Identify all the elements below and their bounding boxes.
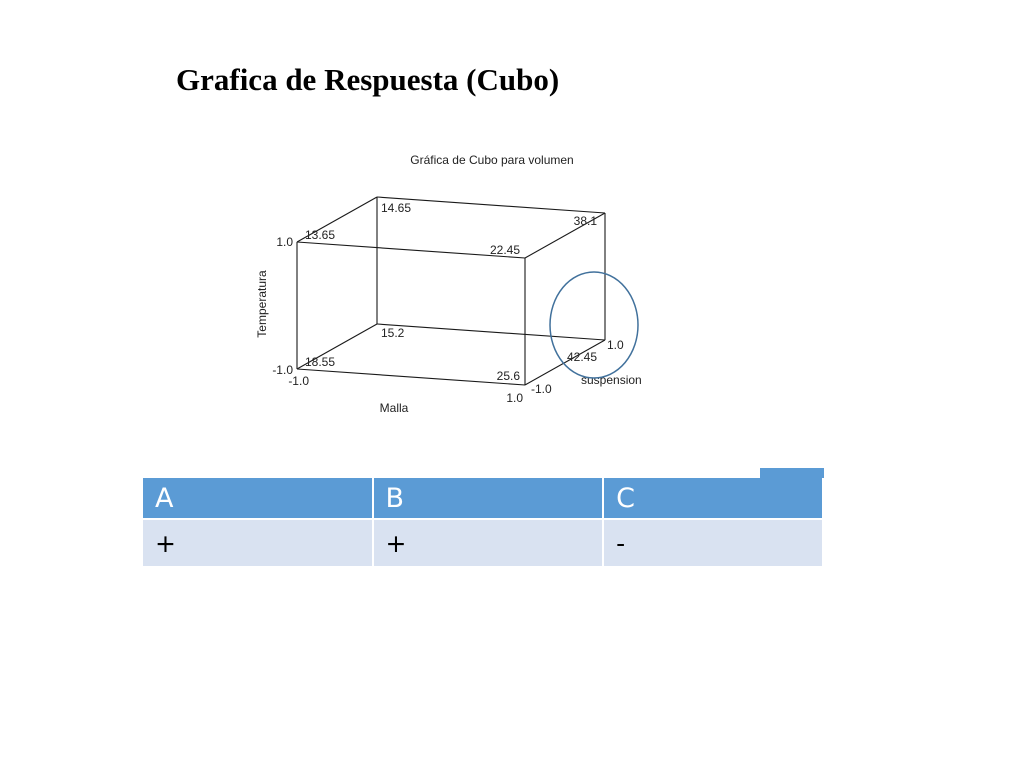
x-axis-label: Malla [380,401,409,415]
table-header-notch [760,468,824,478]
cube-edge-2 [296,323,378,370]
header-c: C [604,478,822,518]
vertex-value-1: 25.6 [497,369,521,383]
vertex-value-2: 13.65 [305,228,335,242]
vertex-value-6: 14.65 [381,201,411,215]
cube-edge-3 [376,323,606,341]
vertex-values: 18.55 25.6 13.65 22.45 15.2 42.45 14.65 38.1 [305,201,597,383]
vertex-value-7: 38.1 [574,214,598,228]
z-axis-label: suspension [581,373,642,387]
x-tick-max: 1.0 [506,391,523,405]
cell-a: + [143,520,372,566]
z-tick-min: -1.0 [531,382,552,396]
header-b: B [373,478,603,518]
factor-table: A B C + + - [141,476,824,568]
vertex-value-3: 22.45 [490,243,520,257]
cell-c: - [604,520,822,566]
vertex-value-5: 42.45 [567,350,597,364]
slide-title: Grafica de Respuesta (Cubo) [176,62,560,97]
cube-edges [296,196,606,386]
chart-title: Gráfica de Cubo para volumen [410,153,573,167]
vertex-value-0: 18.55 [305,355,335,369]
cube-edge-5 [296,196,378,243]
y-axis-label: Temperatura [255,270,269,338]
axis-ticks: 1.0-1.0-1.01.0-1.01.0 [272,235,624,405]
header-a: A [143,478,372,518]
y-tick-min: -1.0 [272,363,293,377]
table-header-row: A B C [143,478,822,518]
z-tick-max: 1.0 [607,338,624,352]
cube-edge-6 [296,241,526,259]
highlight-ellipse [549,271,639,379]
table-row: + + - [143,520,822,566]
highlight-circle [549,271,639,379]
vertex-value-4: 15.2 [381,326,405,340]
cell-b: + [373,520,603,566]
cube-edge-9 [376,196,606,214]
cube-edge-8 [524,339,606,386]
x-tick-min: -1.0 [288,374,309,388]
cube-edge-0 [296,368,526,386]
cube-edge-11 [524,212,606,259]
y-tick-max: 1.0 [276,235,293,249]
